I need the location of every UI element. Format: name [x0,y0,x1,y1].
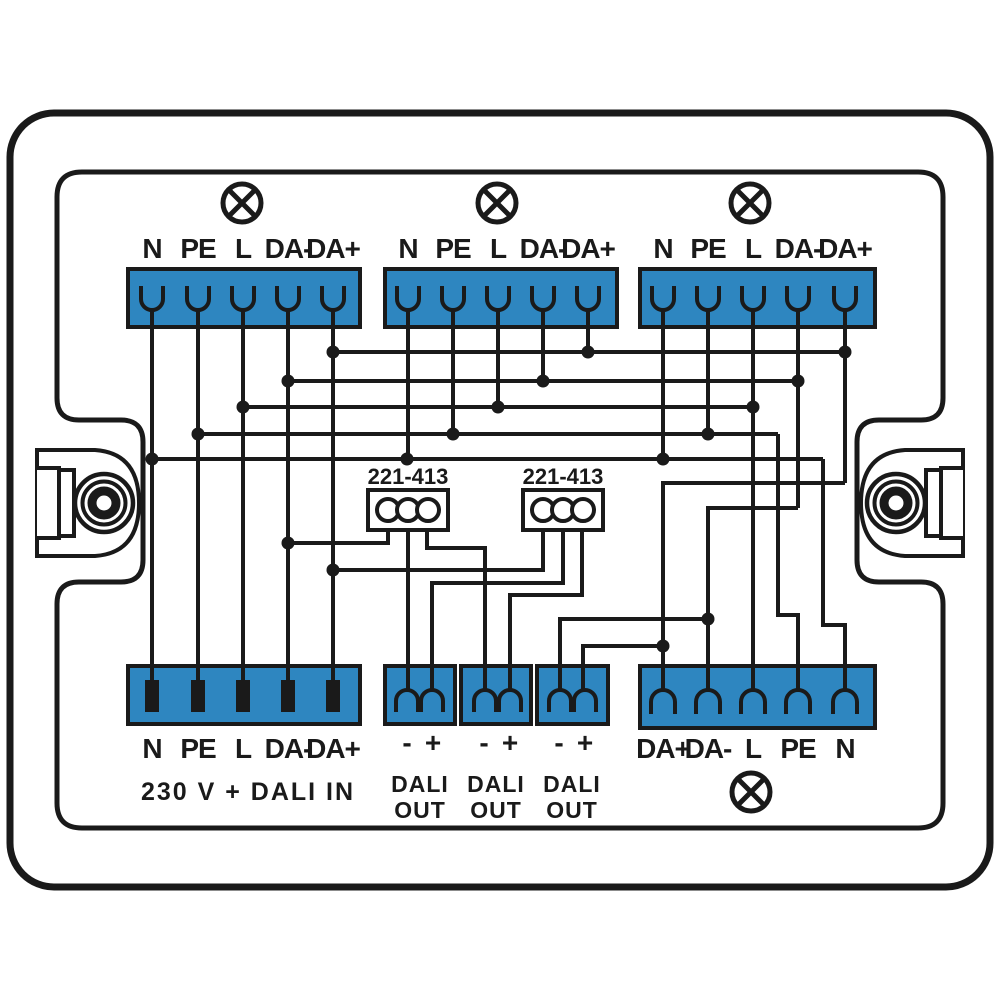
terminal-block-dali-out-3 [535,664,610,726]
connector-model-label: 221-413 [368,464,449,489]
lamp-icon [475,181,519,225]
terminal-label: L [235,233,252,264]
terminal-label: L [745,733,762,764]
polarity-minus-label: - [402,727,411,758]
lug-screw-hole-inner [87,486,121,520]
terminal-label: L [745,233,762,264]
lug-step [37,466,61,540]
terminal-label: N [398,233,417,264]
lamp-icon [728,181,772,225]
input-caption: 230 V + DALI IN [141,778,355,806]
polarity-minus-label: - [554,727,563,758]
dali-out-caption: OUT [470,797,522,823]
terminal-label: PE [180,233,216,264]
dali-out-caption: DALI [543,771,601,797]
terminal-label: DA- [520,233,567,264]
enclosure-outer-frame [6,109,994,891]
terminal-label: N [142,733,161,764]
terminal-label: DA+ [636,733,690,764]
lamp-icon [729,770,773,814]
lug-screw-hole-mid [872,479,920,527]
dali-out-caption: OUT [394,797,446,823]
wiring [150,310,847,690]
dali-out-caption: DALI [467,771,525,797]
terminal-label: DA+ [306,233,360,264]
lug-screw-hole-inner [879,486,913,520]
lug-screw-hole [864,471,928,535]
lug-bar [924,468,943,538]
wire-net-n [150,310,847,690]
polarity-minus-label: - [479,727,488,758]
terminal-label: DA+ [306,733,360,764]
connector-model-label: 221-413 [523,464,604,489]
splice-connector-1 [366,488,450,532]
terminal-label: PE [780,733,816,764]
terminal-label: DA+ [818,233,872,264]
lug-step [939,466,963,540]
clamp-contacts-top [139,286,858,312]
lug-screw-hole-mid [80,479,128,527]
terminal-label: N [653,233,672,264]
terminal-label: PE [435,233,471,264]
terminal-label: DA+ [561,233,615,264]
clamp-contacts-bottom-right [649,688,859,714]
dali-out-caption: DALI [391,771,449,797]
connector-port [415,497,441,523]
wire-net-l [241,310,755,690]
terminal-label: DA- [265,733,312,764]
mounting-lug-left [35,448,142,558]
polarity-plus-label: + [502,727,518,758]
polarity-plus-label: + [425,727,441,758]
junction-dots [145,345,852,653]
terminal-label: PE [690,233,726,264]
wire-net-pe [196,310,800,690]
input-pin-contacts [145,680,340,712]
mounting-lug-right [858,448,965,558]
terminal-label: DA- [685,733,732,764]
polarity-plus-label: + [577,727,593,758]
terminal-label: DA- [265,233,312,264]
connector-port [570,497,596,523]
enclosure-inner-frame [54,169,946,831]
lamp-icon [220,181,264,225]
lug-screw-hole [72,471,136,535]
dali-out-caption: OUT [546,797,598,823]
clamp-contacts-dali-out [394,688,598,712]
terminal-label: L [235,733,252,764]
terminal-label: L [490,233,507,264]
splice-connector-2 [521,488,605,532]
terminal-label: N [835,733,854,764]
terminal-label: N [142,233,161,264]
terminal-label: DA- [775,233,822,264]
terminal-label: PE [180,733,216,764]
lug-bar [57,468,76,538]
